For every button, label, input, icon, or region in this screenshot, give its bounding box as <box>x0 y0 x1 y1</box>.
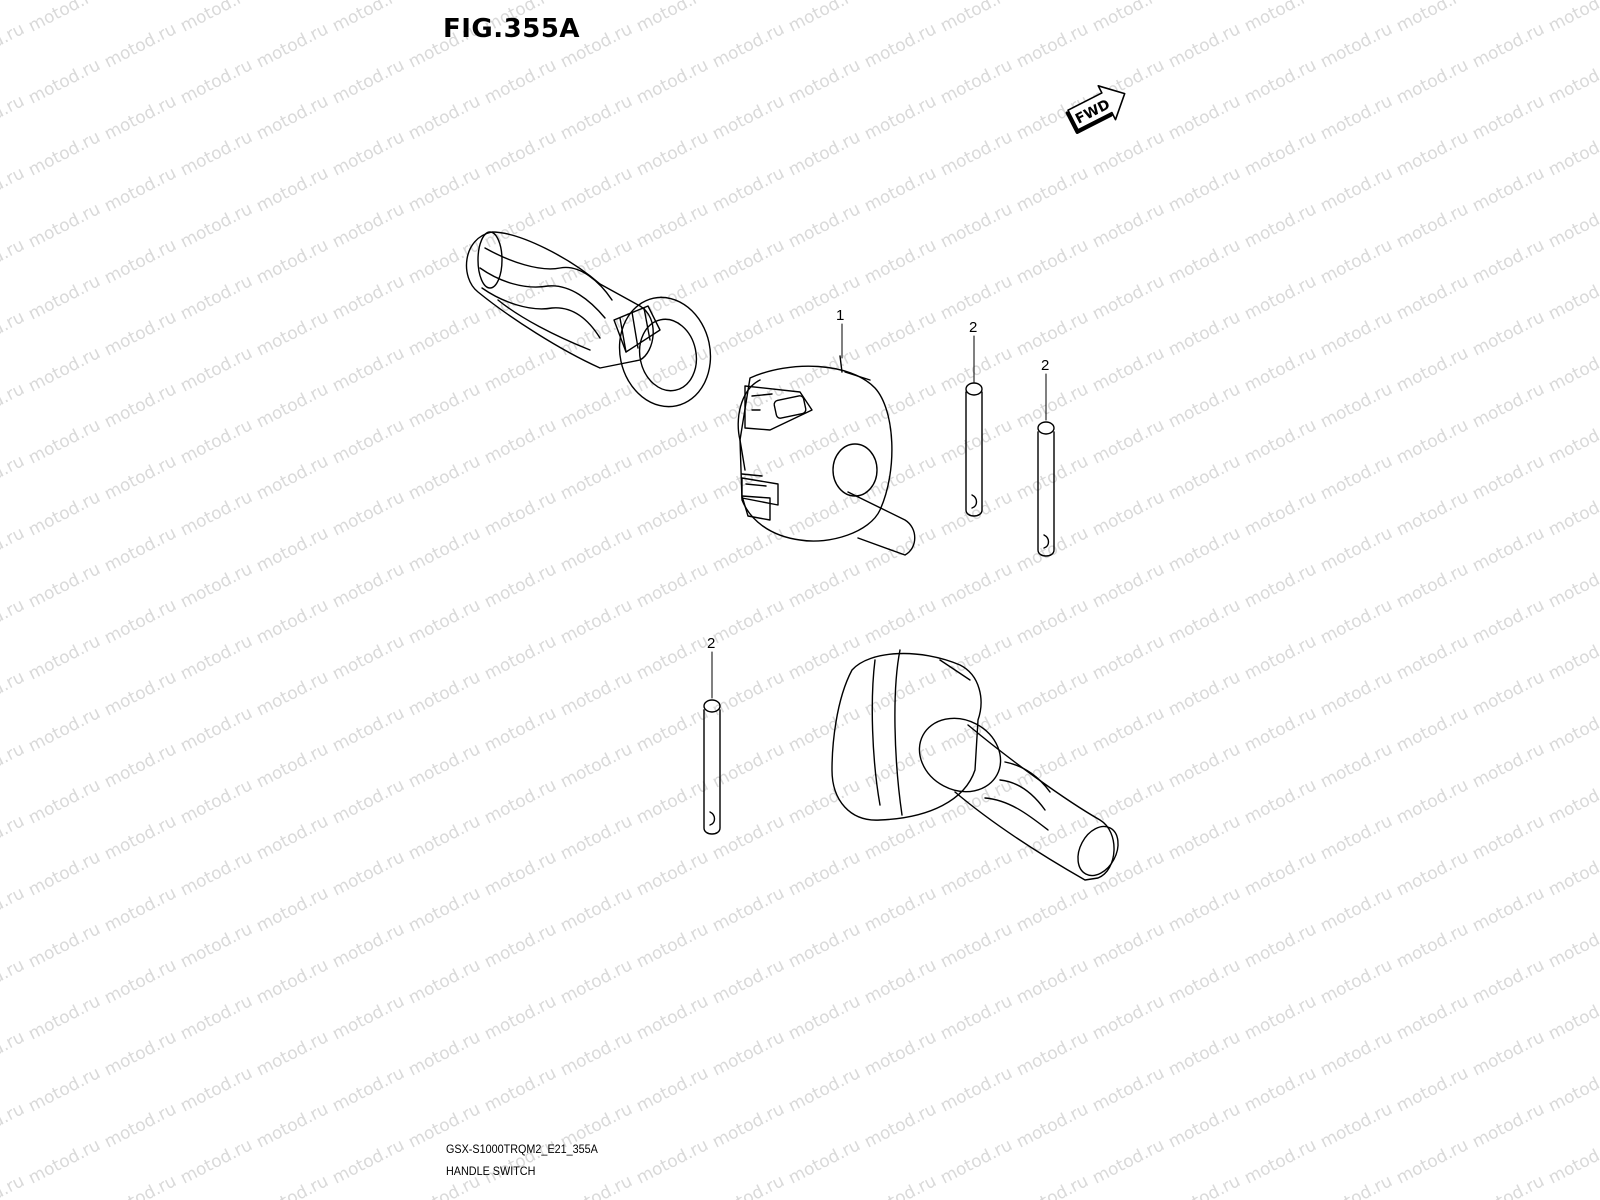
right-throttle-grip <box>831 649 1119 881</box>
part-2b-callout: 2 <box>1041 357 1049 374</box>
cable-band-3 <box>703 699 721 835</box>
part-2c-callout: 2 <box>707 635 715 652</box>
part-2a-callout: 2 <box>969 319 977 336</box>
part-1-callout: 1 <box>836 307 844 324</box>
section-name-label: HANDLE SWITCH <box>446 1164 536 1178</box>
forward-direction-icon: FWD <box>1065 85 1126 134</box>
cable-band-1 <box>965 382 983 517</box>
model-code-label: GSX-S1000TRQM2_E21_355A <box>446 1142 598 1156</box>
figure-title: FIG.355A <box>443 14 581 44</box>
handle-switch-assembly <box>737 355 916 556</box>
left-handlebar-grip <box>465 231 712 408</box>
cable-band-2 <box>1037 421 1055 557</box>
